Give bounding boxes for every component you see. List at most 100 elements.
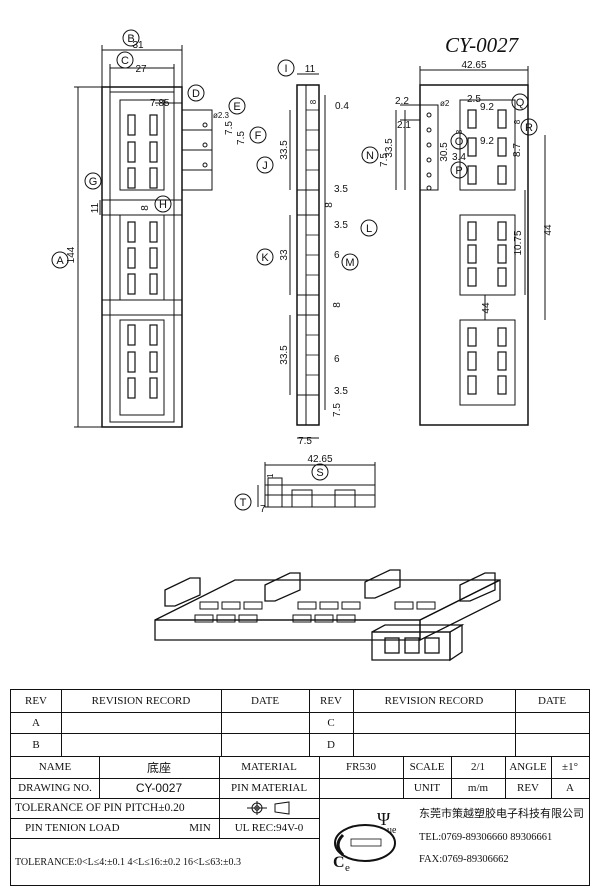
rev-header: REV — [25, 695, 47, 707]
balloon-n: N — [361, 146, 379, 164]
name-value: 底座 — [146, 760, 171, 775]
balloon-h: H — [154, 195, 172, 213]
svg-text:R: R — [525, 122, 533, 134]
dim-r-p: 10.75 — [513, 230, 524, 255]
dim-b-width: 31 — [132, 40, 144, 51]
svg-text:S: S — [316, 467, 323, 479]
dim-m-pitch: 6 — [334, 250, 340, 261]
dim-c-width: 27 — [135, 64, 147, 75]
dim-r-h: 30.5 — [439, 142, 450, 162]
svg-text:A: A — [56, 255, 64, 267]
dim-r-n: 8 — [513, 119, 522, 124]
svg-text:H: H — [159, 199, 167, 211]
rev-label: REV — [517, 782, 539, 794]
dim-r-d: 9.2 — [480, 102, 494, 113]
rev-b: B — [32, 738, 40, 751]
front-view — [74, 45, 213, 428]
dim-k-len: 33 — [279, 249, 290, 261]
projection-symbol — [219, 798, 319, 818]
dim-gap-c: 6 — [334, 354, 340, 365]
dim-s-width: 42.65 — [307, 454, 332, 465]
rev-c: C — [327, 716, 335, 729]
svg-text:e: e — [345, 862, 350, 874]
drawing-no-label: DRAWING NO. — [18, 782, 92, 794]
scale-value: 2/1 — [470, 761, 486, 773]
dim-r-e: 2.1 — [397, 120, 411, 131]
balloon-l: L — [360, 219, 378, 237]
balloon-k: K — [256, 248, 274, 266]
dim-s-small: 1 — [266, 473, 275, 478]
dim-small-8: 8 — [309, 99, 318, 104]
unit-value: m/m — [467, 782, 489, 794]
drawing-no-value: CY-0027 — [135, 781, 183, 795]
dim-bottom-w: 7.5 — [298, 436, 312, 447]
svg-text:ue: ue — [387, 825, 397, 836]
technical-drawing: CY-0027 A B C D E F G H I J K L M N O P … — [51, 29, 554, 662]
balloon-b: B — [122, 29, 140, 47]
balloon-a: A — [51, 251, 69, 269]
balloon-e: E — [228, 97, 246, 115]
isometric-view — [154, 569, 501, 662]
dim-f-pitch2: 7.5 — [236, 131, 247, 145]
rev-header-2: REV — [320, 695, 342, 707]
balloon-t: T — [234, 493, 252, 511]
svg-text:I: I — [284, 63, 287, 75]
dim-h-gap: 8 — [140, 205, 151, 211]
name-label: NAME — [38, 761, 72, 773]
svg-text:C: C — [121, 55, 129, 67]
side-view — [289, 73, 326, 439]
balloon-j: J — [256, 156, 274, 174]
dim-e-hole: ø2.3 — [213, 111, 230, 120]
svg-text:M: M — [345, 257, 354, 269]
top-view — [257, 462, 376, 508]
company-tel: TEL:0769-89306660 89306661 — [419, 831, 553, 843]
dim-gap-a: 3.5 — [334, 184, 348, 195]
svg-text:E: E — [233, 101, 240, 113]
dim-r-b: ø2 — [440, 99, 450, 108]
balloon-i: I — [277, 59, 295, 77]
balloon-p: P — [450, 161, 468, 179]
dim-g-gap: 11 — [90, 202, 101, 213]
revision-record-header: REVISION RECORD — [91, 695, 191, 707]
dim-bottom-len: 33.5 — [279, 345, 290, 365]
dim-r-o: 44 — [543, 224, 554, 236]
general-tolerance: TOLERANCE:0<L≤4:±0.1 4<L≤16:±0.2 16<L≤63… — [15, 856, 242, 868]
part-number-label: CY-0027 — [445, 33, 520, 57]
dim-r-k: 9.2 — [480, 136, 494, 147]
dim-r-j: 8 — [455, 129, 464, 134]
balloon-o: O — [450, 132, 468, 150]
svg-text:C: C — [333, 854, 345, 871]
balloon-r: R — [520, 118, 538, 136]
dim-side-pitch: 7.5 — [332, 403, 343, 417]
balloon-c: C — [116, 51, 134, 69]
balloon-g: G — [84, 172, 102, 190]
angle-value: ±1° — [562, 761, 578, 773]
material-label: MATERIAL — [241, 761, 297, 773]
svg-text:J: J — [262, 160, 268, 172]
material-value: FR530 — [346, 761, 376, 773]
pin-tension-label: PIN TENION LOAD — [25, 822, 120, 834]
svg-text:F: F — [255, 130, 262, 142]
dim-r-m: 8.7 — [512, 143, 523, 157]
dim-mid-8: 8 — [324, 202, 335, 208]
dim-mid-gap: 8 — [332, 302, 343, 308]
company-fax: FAX:0769-89306662 — [419, 853, 509, 865]
svg-text:D: D — [192, 88, 200, 100]
svg-text:N: N — [366, 150, 374, 162]
pcb-view — [395, 66, 546, 426]
balloon-q: Q — [511, 93, 529, 111]
svg-text:T: T — [240, 497, 247, 509]
svg-text:B: B — [127, 33, 134, 45]
rev-a: A — [32, 716, 40, 729]
dim-height-total: 144 — [66, 246, 77, 263]
min-label: MIN — [189, 822, 211, 834]
date-header: DATE — [250, 695, 280, 707]
dim-r-c: 2.5 — [467, 94, 481, 105]
dim-gap-b: 3.5 — [334, 386, 348, 397]
dim-top-gap: 0.4 — [335, 101, 349, 112]
dim-d-offset: 7.85 — [150, 98, 170, 109]
svg-text:K: K — [261, 252, 269, 264]
scale-label: SCALE — [409, 761, 445, 773]
dim-r-q: 44 — [481, 302, 492, 314]
dim-right-width: 42.65 — [461, 60, 486, 71]
